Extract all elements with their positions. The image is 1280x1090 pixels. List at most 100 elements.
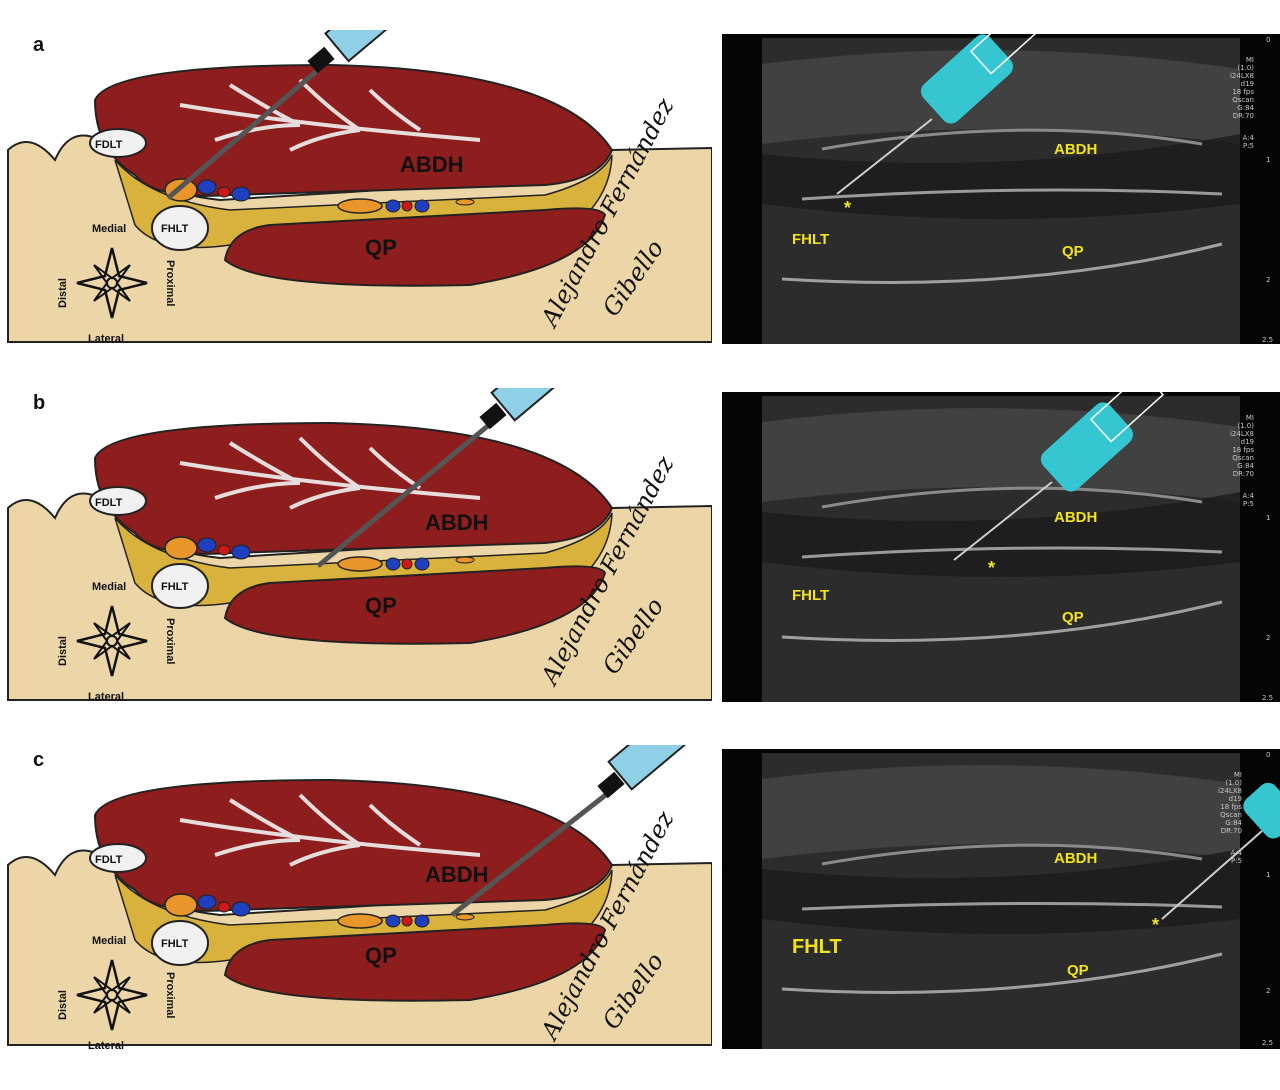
compass-medial: Medial [92,223,126,235]
us-depth-tick: 2 [1266,276,1270,284]
compass-medial: Medial [92,581,126,593]
us-abdh-label: ABDH [1054,141,1097,158]
us-depth-tick: 2 [1266,987,1270,995]
vein [198,180,216,194]
us-injection-star: * [988,558,995,578]
us-setting: Qscan [1232,454,1254,462]
us-setting: Qscan [1232,96,1254,104]
us-setting: 18 fps [1232,446,1254,454]
nerve-branch [456,557,474,563]
qp-label: QP [365,943,397,968]
us-setting: d19 [1241,438,1254,446]
ultrasound-image: ABDH QP FHLT * MI (1.0) i24LX8 d19 18 fp… [722,749,1280,1049]
abdh-label: ABDH [400,152,464,177]
vein [386,558,400,570]
us-setting: Qscan [1220,811,1242,819]
vein [415,558,429,570]
qp-label: QP [365,235,397,260]
abdh-label: ABDH [425,510,489,535]
us-fhlt-label: FHLT [792,231,829,248]
us-depth-tick: 2 [1266,634,1270,642]
qp-label: QP [365,593,397,618]
vein [232,187,250,201]
vein [232,902,250,916]
us-injection-star: * [844,198,851,218]
us-depth-tick: 0 [1266,36,1270,44]
us-setting: i24LX8 [1230,430,1254,438]
us-depth-tick: 1 [1266,514,1270,522]
us-depth-tick: 1 [1266,871,1270,879]
us-abdh-label: ABDH [1054,509,1097,526]
artery [402,559,412,569]
us-fhlt-label: FHLT [792,936,842,958]
us-setting: G:84 [1237,462,1254,470]
us-setting: G:84 [1237,104,1254,112]
us-setting: DR:70 [1233,470,1254,478]
artery [402,916,412,926]
artery [402,201,412,211]
us-setting: i24LX8 [1218,787,1242,795]
us-setting: i24LX8 [1230,72,1254,80]
us-injection-star: * [1152,915,1159,935]
anatomy-illustration: FDLT FHLT ABDH QP Medial Lateral Dis [0,745,712,1090]
panel-b: b FDLT FHLT ABDH QP [0,388,1280,733]
artery [218,545,230,555]
nerve [338,914,382,928]
ultrasound-image: ABDH QP FHLT * MI (1.0) i24LX8 d19 18 fp… [722,392,1280,702]
us-setting: (1.0) [1237,422,1254,430]
fhlt-label: FHLT [161,581,189,593]
compass-lateral: Lateral [88,333,124,345]
us-depth-tick: 2.5 [1262,336,1273,344]
vein [415,915,429,927]
anatomy-illustration: FDLT FHLT ABDH QP Medial [0,30,712,375]
nerve [165,537,197,559]
us-depth-tick: 2.5 [1262,694,1273,702]
us-setting: A:4 [1243,134,1255,142]
us-setting: MI [1234,771,1242,779]
us-setting: MI [1246,56,1254,64]
us-setting: d19 [1241,80,1254,88]
compass-medial: Medial [92,935,126,947]
us-depth-tick: 0 [1266,751,1270,759]
us-qp-label: QP [1062,243,1084,260]
vein [198,538,216,552]
panel-a: a FDLT FHLT [0,30,1280,375]
abdh-label: ABDH [425,862,489,887]
anatomy-illustration: FDLT FHLT ABDH QP Medial Lateral Dis [0,388,712,733]
artery [218,902,230,912]
compass-lateral: Lateral [88,1040,124,1052]
us-setting: DR:70 [1221,827,1242,835]
nerve-branch [456,914,474,920]
vein [386,200,400,212]
us-setting: P:5 [1243,500,1254,508]
compass-distal: Distal [57,990,69,1020]
us-setting: d19 [1229,795,1242,803]
us-setting: (1.0) [1237,64,1254,72]
compass-proximal: Proximal [164,618,176,664]
vein [232,545,250,559]
vein [415,200,429,212]
fdlt-label: FDLT [95,139,123,151]
vein [198,895,216,909]
compass-distal: Distal [57,278,69,308]
compass-lateral: Lateral [88,691,124,703]
panel-c: c FDLT FHLT ABDH QP [0,745,1280,1090]
us-depth-tick: 2.5 [1262,1039,1273,1047]
us-qp-label: QP [1067,962,1089,979]
us-setting: P:5 [1243,142,1254,150]
us-setting: P:5 [1231,857,1242,865]
nerve [338,557,382,571]
nerve-branch [456,199,474,205]
us-fhlt-label: FHLT [792,587,829,604]
fdlt-label: FDLT [95,497,123,509]
compass-proximal: Proximal [164,260,176,306]
nerve [338,199,382,213]
us-abdh-label: ABDH [1054,850,1097,867]
nerve [165,894,197,916]
us-setting: G:84 [1225,819,1242,827]
us-qp-label: QP [1062,609,1084,626]
us-setting: (1.0) [1225,779,1242,787]
vein [386,915,400,927]
compass-distal: Distal [57,636,69,666]
us-setting: MI [1246,414,1254,422]
